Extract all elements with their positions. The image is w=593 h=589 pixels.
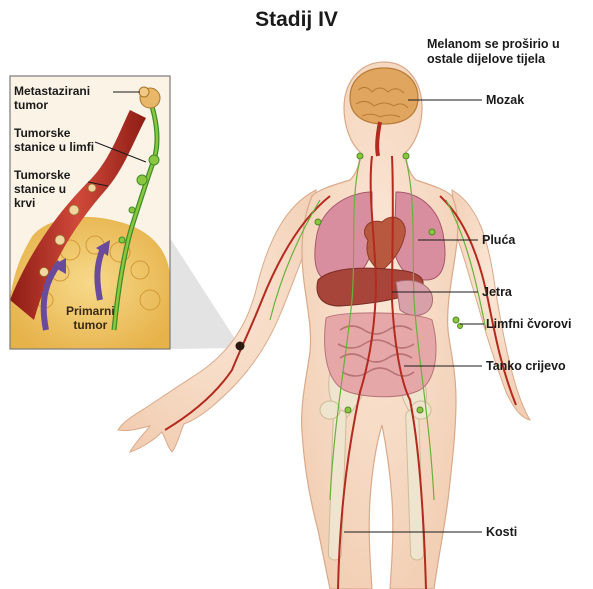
inset-label-tumor-cells-lymph: Tumorske stanice u limfi <box>14 126 94 154</box>
label-liver: Jetra <box>482 285 512 300</box>
inset-label-primary-tumor: Primarni tumor <box>66 304 115 332</box>
label-lungs: Pluća <box>482 233 515 248</box>
inset-label-tumor-cells-blood: Tumorske stanice u krvi <box>14 168 70 210</box>
zoom-cone <box>170 238 241 349</box>
figure-subtitle: Melanom se proširio u ostale dijelove ti… <box>427 37 577 67</box>
label-bones: Kosti <box>486 525 517 540</box>
label-lymph-nodes: Limfni čvorovi <box>486 317 571 332</box>
primary-tumor-marker <box>236 342 245 351</box>
label-small-intestine: Tanko crijevo <box>486 359 566 374</box>
inset-label-metastatic-tumor: Metastazirani tumor <box>14 84 90 112</box>
figure-title: Stadij IV <box>0 8 593 32</box>
label-brain: Mozak <box>486 93 524 108</box>
